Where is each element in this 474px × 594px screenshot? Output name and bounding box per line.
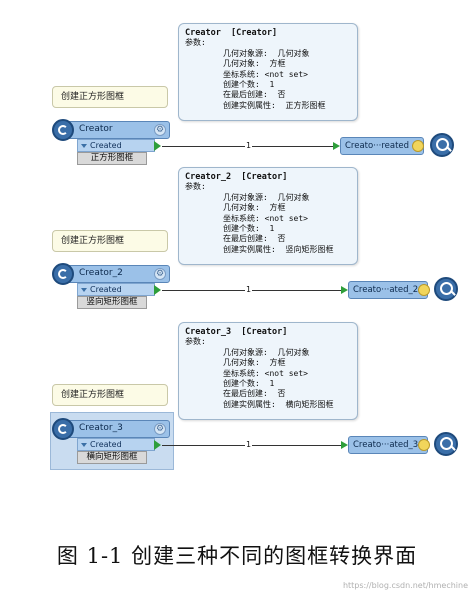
inspector-node[interactable]: Creato···reated [340, 133, 458, 157]
gear-icon[interactable]: ⚙ [154, 268, 166, 280]
port-label: Created [90, 285, 122, 294]
transformer-name: Creator [79, 124, 113, 134]
attribute-tag: 竖向矩形图框 [77, 296, 147, 309]
gear-icon[interactable] [412, 140, 424, 152]
tooltip-params-label: 参数: [185, 337, 206, 347]
gear-icon[interactable]: ⚙ [154, 124, 166, 136]
tooltip-row: 创建实例属性: 正方形图框 [223, 100, 326, 110]
tooltip-row: 创建实例属性: 横向矩形图框 [223, 399, 334, 409]
transformer-header[interactable]: Creator_3 ⚙ [52, 418, 170, 440]
port-connector-icon[interactable] [154, 285, 161, 295]
annotation-note[interactable]: 创建正方形图框 [52, 86, 168, 108]
port-expand-icon [81, 144, 87, 148]
connection-arrow-icon [341, 286, 348, 294]
transformer-name: Creator_3 [79, 423, 123, 433]
tooltip-row: 几何对象: 方框 [223, 203, 286, 213]
parameter-tooltip-creator: Creator [Creator] 参数: 几何对象源: 几何对象 几何对象: … [178, 23, 358, 121]
inspector-label: Creato···ated_3 [348, 436, 428, 454]
inspect-magnifier-icon[interactable] [434, 432, 458, 456]
parameter-tooltip-creator-2: Creator_2 [Creator] 参数: 几何对象源: 几何对象 几何对象… [178, 167, 358, 265]
parameter-tooltip-creator-3: Creator_3 [Creator] 参数: 几何对象源: 几何对象 几何对象… [178, 322, 358, 420]
transformer-header[interactable]: Creator_2 ⚙ [52, 263, 170, 285]
transformer-icon [52, 263, 74, 285]
tooltip-row: 在最后创建: 否 [223, 389, 286, 399]
tooltip-row: 创建个数: 1 [223, 80, 275, 90]
tooltip-row: 创建个数: 1 [223, 224, 275, 234]
inspect-magnifier-icon[interactable] [430, 133, 454, 157]
tooltip-row: 创建实例属性: 竖向矩形图框 [223, 244, 334, 254]
port-label: Created [90, 440, 122, 449]
transformer-node-creator-2[interactable]: Creator_2 ⚙ Created 竖向矩形图框 [52, 263, 170, 309]
annotation-note[interactable]: 创建正方形图框 [52, 384, 168, 406]
port-expand-icon [81, 443, 87, 447]
feature-count: 1 [245, 285, 253, 294]
attribute-tag: 正方形图框 [77, 152, 147, 165]
tooltip-row: 几何对象: 方框 [223, 59, 286, 69]
transformer-header[interactable]: Creator ⚙ [52, 119, 170, 141]
tooltip-row: 在最后创建: 否 [223, 234, 286, 244]
output-port-created[interactable]: Created [77, 438, 161, 451]
tooltip-row: 坐标系统: <not set> [223, 69, 308, 79]
output-port-created[interactable]: Created [77, 139, 161, 152]
watermark: https://blog.csdn.net/hmechine [342, 581, 468, 590]
attribute-tag: 横向矩形图框 [77, 451, 147, 464]
tooltip-params-label: 参数: [185, 182, 206, 192]
connection-arrow-icon [333, 142, 340, 150]
gear-icon[interactable]: ⚙ [154, 423, 166, 435]
inspect-magnifier-icon[interactable] [434, 277, 458, 301]
output-port-created[interactable]: Created [77, 283, 161, 296]
gear-icon[interactable] [418, 439, 430, 451]
inspector-label: Creato···ated_2 [348, 281, 428, 299]
tooltip-row: 坐标系统: <not set> [223, 213, 308, 223]
inspector-node[interactable]: Creato···ated_2 [348, 277, 462, 301]
tooltip-title: Creator_3 [Creator] [185, 327, 288, 337]
tooltip-row: 几何对象: 方框 [223, 358, 286, 368]
transformer-name: Creator_2 [79, 268, 123, 278]
transformer-node-creator[interactable]: Creator ⚙ Created 正方形图框 [52, 119, 170, 165]
tooltip-row: 几何对象源: 几何对象 [223, 347, 310, 357]
annotation-note[interactable]: 创建正方形图框 [52, 230, 168, 252]
tooltip-row: 几何对象源: 几何对象 [223, 192, 310, 202]
port-connector-icon[interactable] [154, 141, 161, 151]
figure-caption: 图 1-1 创建三种不同的图框转换界面 [56, 544, 418, 568]
tooltip-params-label: 参数: [185, 38, 206, 48]
transformer-node-creator-3[interactable]: Creator_3 ⚙ Created 横向矩形图框 [52, 418, 170, 464]
tooltip-row: 几何对象源: 几何对象 [223, 48, 310, 58]
transformer-icon [52, 119, 74, 141]
tooltip-title: Creator [Creator] [185, 28, 278, 38]
port-expand-icon [81, 288, 87, 292]
tooltip-row: 坐标系统: <not set> [223, 368, 308, 378]
inspector-node[interactable]: Creato···ated_3 [348, 432, 462, 456]
gear-icon[interactable] [418, 284, 430, 296]
tooltip-row: 创建个数: 1 [223, 379, 275, 389]
feature-count: 1 [245, 440, 253, 449]
transformer-icon [52, 418, 74, 440]
port-connector-icon[interactable] [154, 440, 161, 450]
feature-count: 1 [245, 141, 253, 150]
tooltip-title: Creator_2 [Creator] [185, 172, 288, 182]
tooltip-row: 在最后创建: 否 [223, 90, 286, 100]
connection-arrow-icon [341, 441, 348, 449]
port-label: Created [90, 141, 122, 150]
